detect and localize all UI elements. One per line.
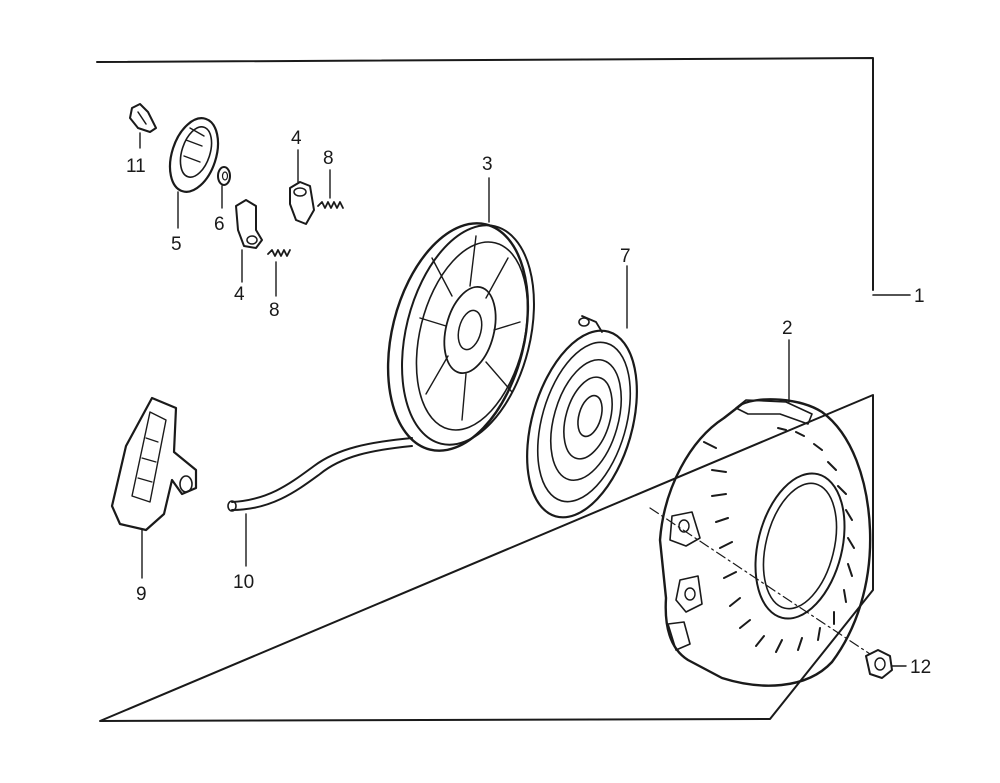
friction-spring-icon — [217, 166, 231, 209]
callout-5: 5 — [171, 234, 182, 255]
setting-screw-icon — [129, 103, 157, 149]
callout-7: 7 — [620, 246, 631, 267]
ratchet-guide-icon — [168, 117, 220, 229]
recoil-spring-icon — [526, 265, 638, 519]
reel-pulley-icon — [386, 177, 535, 452]
ratchet-pawl-icon — [289, 149, 315, 225]
callout-10: 10 — [233, 572, 254, 593]
ratchet-pawl-icon — [235, 199, 263, 283]
callout-6: 6 — [214, 214, 225, 235]
starter-rope-icon — [227, 437, 413, 567]
callout-8-lower: 8 — [269, 300, 280, 321]
callout-2: 2 — [782, 318, 793, 339]
callout-9: 9 — [136, 584, 147, 605]
starter-case-icon — [658, 339, 872, 687]
callout-8-upper: 8 — [323, 148, 334, 169]
assembly-axis-line — [649, 507, 871, 655]
assembly-frame — [96, 57, 874, 722]
callout-3: 3 — [482, 154, 493, 175]
callout-4-lower: 4 — [234, 284, 245, 305]
callout-4-upper: 4 — [291, 128, 302, 149]
flange-bolt-icon — [865, 649, 907, 679]
callout-11: 11 — [126, 156, 146, 177]
callout-1: 1 — [914, 286, 925, 307]
starter-grip-icon — [110, 396, 198, 579]
return-spring-icon — [317, 169, 344, 209]
callout-12: 12 — [910, 657, 931, 678]
return-spring-icon — [267, 249, 291, 297]
